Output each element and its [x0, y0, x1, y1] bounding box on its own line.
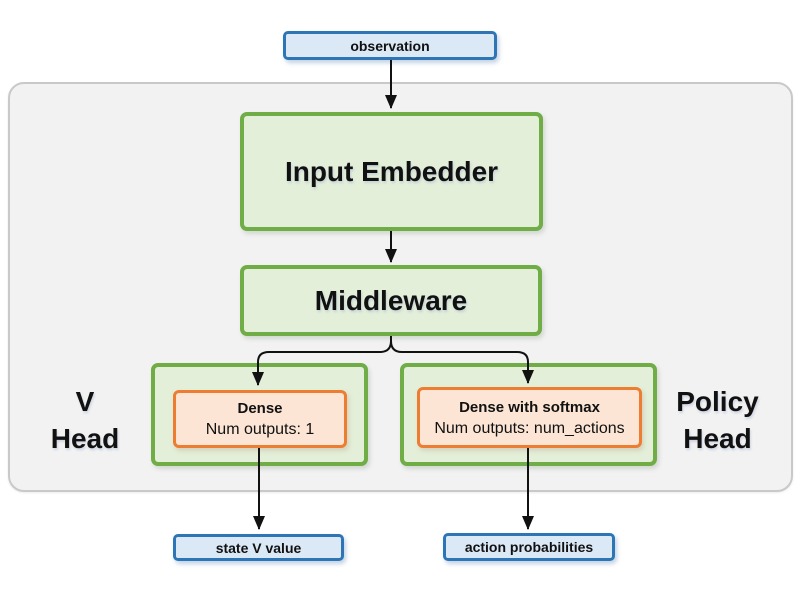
policy-head-title-line2: Head [683, 423, 752, 454]
middleware-label: Middleware [314, 284, 468, 316]
observation-node: observation [283, 31, 497, 60]
policy-head-dense-detail: Num outputs: num_actions [434, 419, 625, 437]
v-head-title-line2: Head [50, 423, 120, 454]
policy-head-dense-node: Dense with softmax Num outputs: num_acti… [417, 387, 642, 448]
v-head-title: V Head [25, 383, 145, 457]
state-v-value-node: state V value [173, 534, 344, 561]
v-head-dense-title: Dense [237, 400, 283, 417]
input-embedder-label: Input Embedder [284, 155, 499, 187]
policy-head-title: Policy Head [655, 383, 780, 457]
v-head-dense-node: Dense Num outputs: 1 [173, 390, 347, 448]
v-head-title-line1: V [75, 386, 95, 417]
policy-head-title-line1: Policy [676, 386, 759, 417]
v-head-dense-detail: Num outputs: 1 [205, 421, 315, 438]
observation-label: observation [350, 37, 430, 54]
state-v-value-label: state V value [215, 539, 302, 556]
action-probabilities-node: action probabilities [443, 533, 615, 561]
action-probabilities-label: action probabilities [464, 539, 594, 555]
middleware-node: Middleware [240, 265, 542, 336]
input-embedder-node: Input Embedder [240, 112, 543, 231]
policy-head-dense-title: Dense with softmax [459, 398, 600, 416]
